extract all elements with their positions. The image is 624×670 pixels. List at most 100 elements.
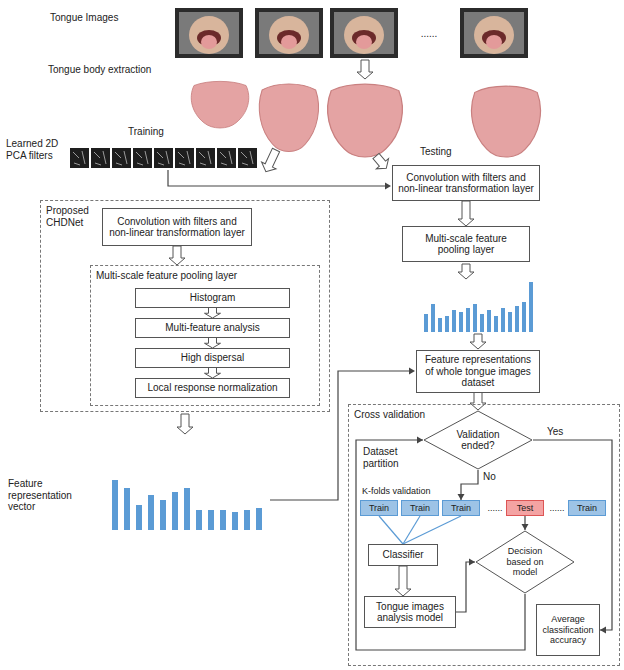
connector	[458, 470, 479, 500]
hollow-arrow	[470, 393, 486, 411]
connector	[522, 516, 529, 530]
arrow-head	[417, 437, 423, 444]
process-box: Convolution with filters and non-linear …	[392, 165, 540, 201]
hollow-arrow	[370, 151, 393, 174]
connector-line	[456, 562, 475, 612]
tongue-photo	[175, 8, 243, 58]
bar	[208, 510, 214, 530]
edge-label: No	[482, 471, 504, 483]
bar	[473, 304, 477, 332]
hollow-arrow	[205, 308, 221, 319]
tongue-photo	[330, 8, 398, 58]
train-fold: Train	[401, 500, 439, 516]
node-text: Multi-feature analysis	[165, 322, 259, 334]
bar	[487, 310, 491, 332]
node-text: Decision based on model	[501, 546, 549, 577]
bar	[256, 508, 262, 530]
pca-filter	[217, 148, 236, 168]
connector	[205, 338, 221, 349]
bar	[184, 488, 190, 530]
connector	[470, 393, 486, 411]
node-text: Train	[369, 504, 389, 513]
group-region: Proposed CHDNetConvolution with filters …	[40, 200, 330, 412]
node-text: Validation ended?	[447, 429, 509, 452]
node-text: Train	[577, 504, 597, 513]
bar	[112, 480, 118, 530]
node-text: Train	[451, 504, 471, 513]
pca-filter	[112, 148, 131, 168]
tongue-body	[328, 84, 403, 157]
connector	[205, 368, 221, 379]
diamond-shape	[476, 531, 574, 593]
node-text: Feature representations of whole tongue …	[422, 354, 534, 389]
tongue-photo	[460, 8, 528, 58]
node-text: High dispersal	[181, 352, 244, 364]
free-label: Feature representation vector	[8, 478, 88, 513]
connector	[205, 308, 221, 319]
bar	[466, 308, 470, 332]
bar	[515, 306, 519, 332]
bar	[445, 316, 449, 332]
free-label: Tongue body extraction	[48, 64, 198, 76]
process-box: High dispersal	[135, 348, 290, 368]
free-label: ......	[414, 28, 444, 40]
bar	[172, 492, 178, 530]
bar	[232, 512, 238, 530]
process-box: Histogram	[135, 288, 290, 308]
connector	[458, 201, 474, 226]
decision-diamond: Validation ended?	[423, 410, 533, 470]
train-fold: Train	[442, 500, 480, 516]
node-text: Histogram	[190, 292, 236, 304]
edge-label: Yes	[546, 426, 572, 438]
group-heading: Multi-scale feature pooling layer	[96, 270, 296, 282]
arrow-head	[469, 559, 475, 566]
pca-filter	[238, 148, 257, 168]
pca-filter	[70, 148, 89, 168]
arrow-head	[522, 524, 529, 530]
hollow-arrow	[177, 414, 193, 434]
tongue-photo	[255, 8, 323, 58]
tongue-body	[259, 84, 318, 152]
node-text: Tongue images analysis model	[370, 601, 450, 624]
process-box: Classifier	[368, 544, 438, 566]
bar	[480, 314, 484, 332]
bar	[529, 282, 533, 332]
connector	[456, 559, 475, 613]
free-label: Training	[128, 126, 188, 138]
feature-bars	[112, 480, 262, 530]
bar	[522, 302, 526, 332]
process-box: Tongue images analysis model	[364, 596, 456, 628]
node-text: Local response normalization	[147, 382, 277, 394]
tongue-body	[471, 86, 540, 157]
edge-label: Dataset partition	[362, 446, 420, 469]
bar	[508, 312, 512, 332]
free-label: Learned 2D PCA filters	[6, 138, 68, 161]
hollow-arrow	[259, 147, 284, 176]
process-box: Local response normalization	[135, 378, 290, 398]
bar	[438, 318, 442, 332]
hollow-arrow	[205, 338, 221, 349]
hollow-arrow	[395, 566, 411, 596]
process-box: Average classification accuracy	[536, 604, 600, 656]
bar	[501, 308, 505, 332]
pca-filter	[196, 148, 215, 168]
connector-line	[533, 440, 612, 630]
group-region: Cross validationValidation ended?TrainTr…	[348, 404, 620, 666]
hollow-arrow	[458, 264, 474, 279]
connector	[395, 566, 411, 596]
group-heading: Proposed CHDNet	[46, 205, 104, 228]
bar	[431, 304, 435, 332]
group-region: Multi-scale feature pooling layerHistogr…	[90, 265, 320, 406]
hollow-arrow	[458, 201, 474, 226]
connector	[356, 437, 525, 651]
process-box: Feature representations of whole tongue …	[416, 350, 540, 393]
connector-line	[403, 516, 461, 544]
bar	[220, 510, 226, 530]
bar	[424, 314, 428, 332]
filter-wire	[168, 170, 386, 186]
pca-filter	[133, 148, 152, 168]
bar	[452, 310, 456, 332]
diamond-shape	[424, 411, 532, 469]
pca-filter	[154, 148, 173, 168]
